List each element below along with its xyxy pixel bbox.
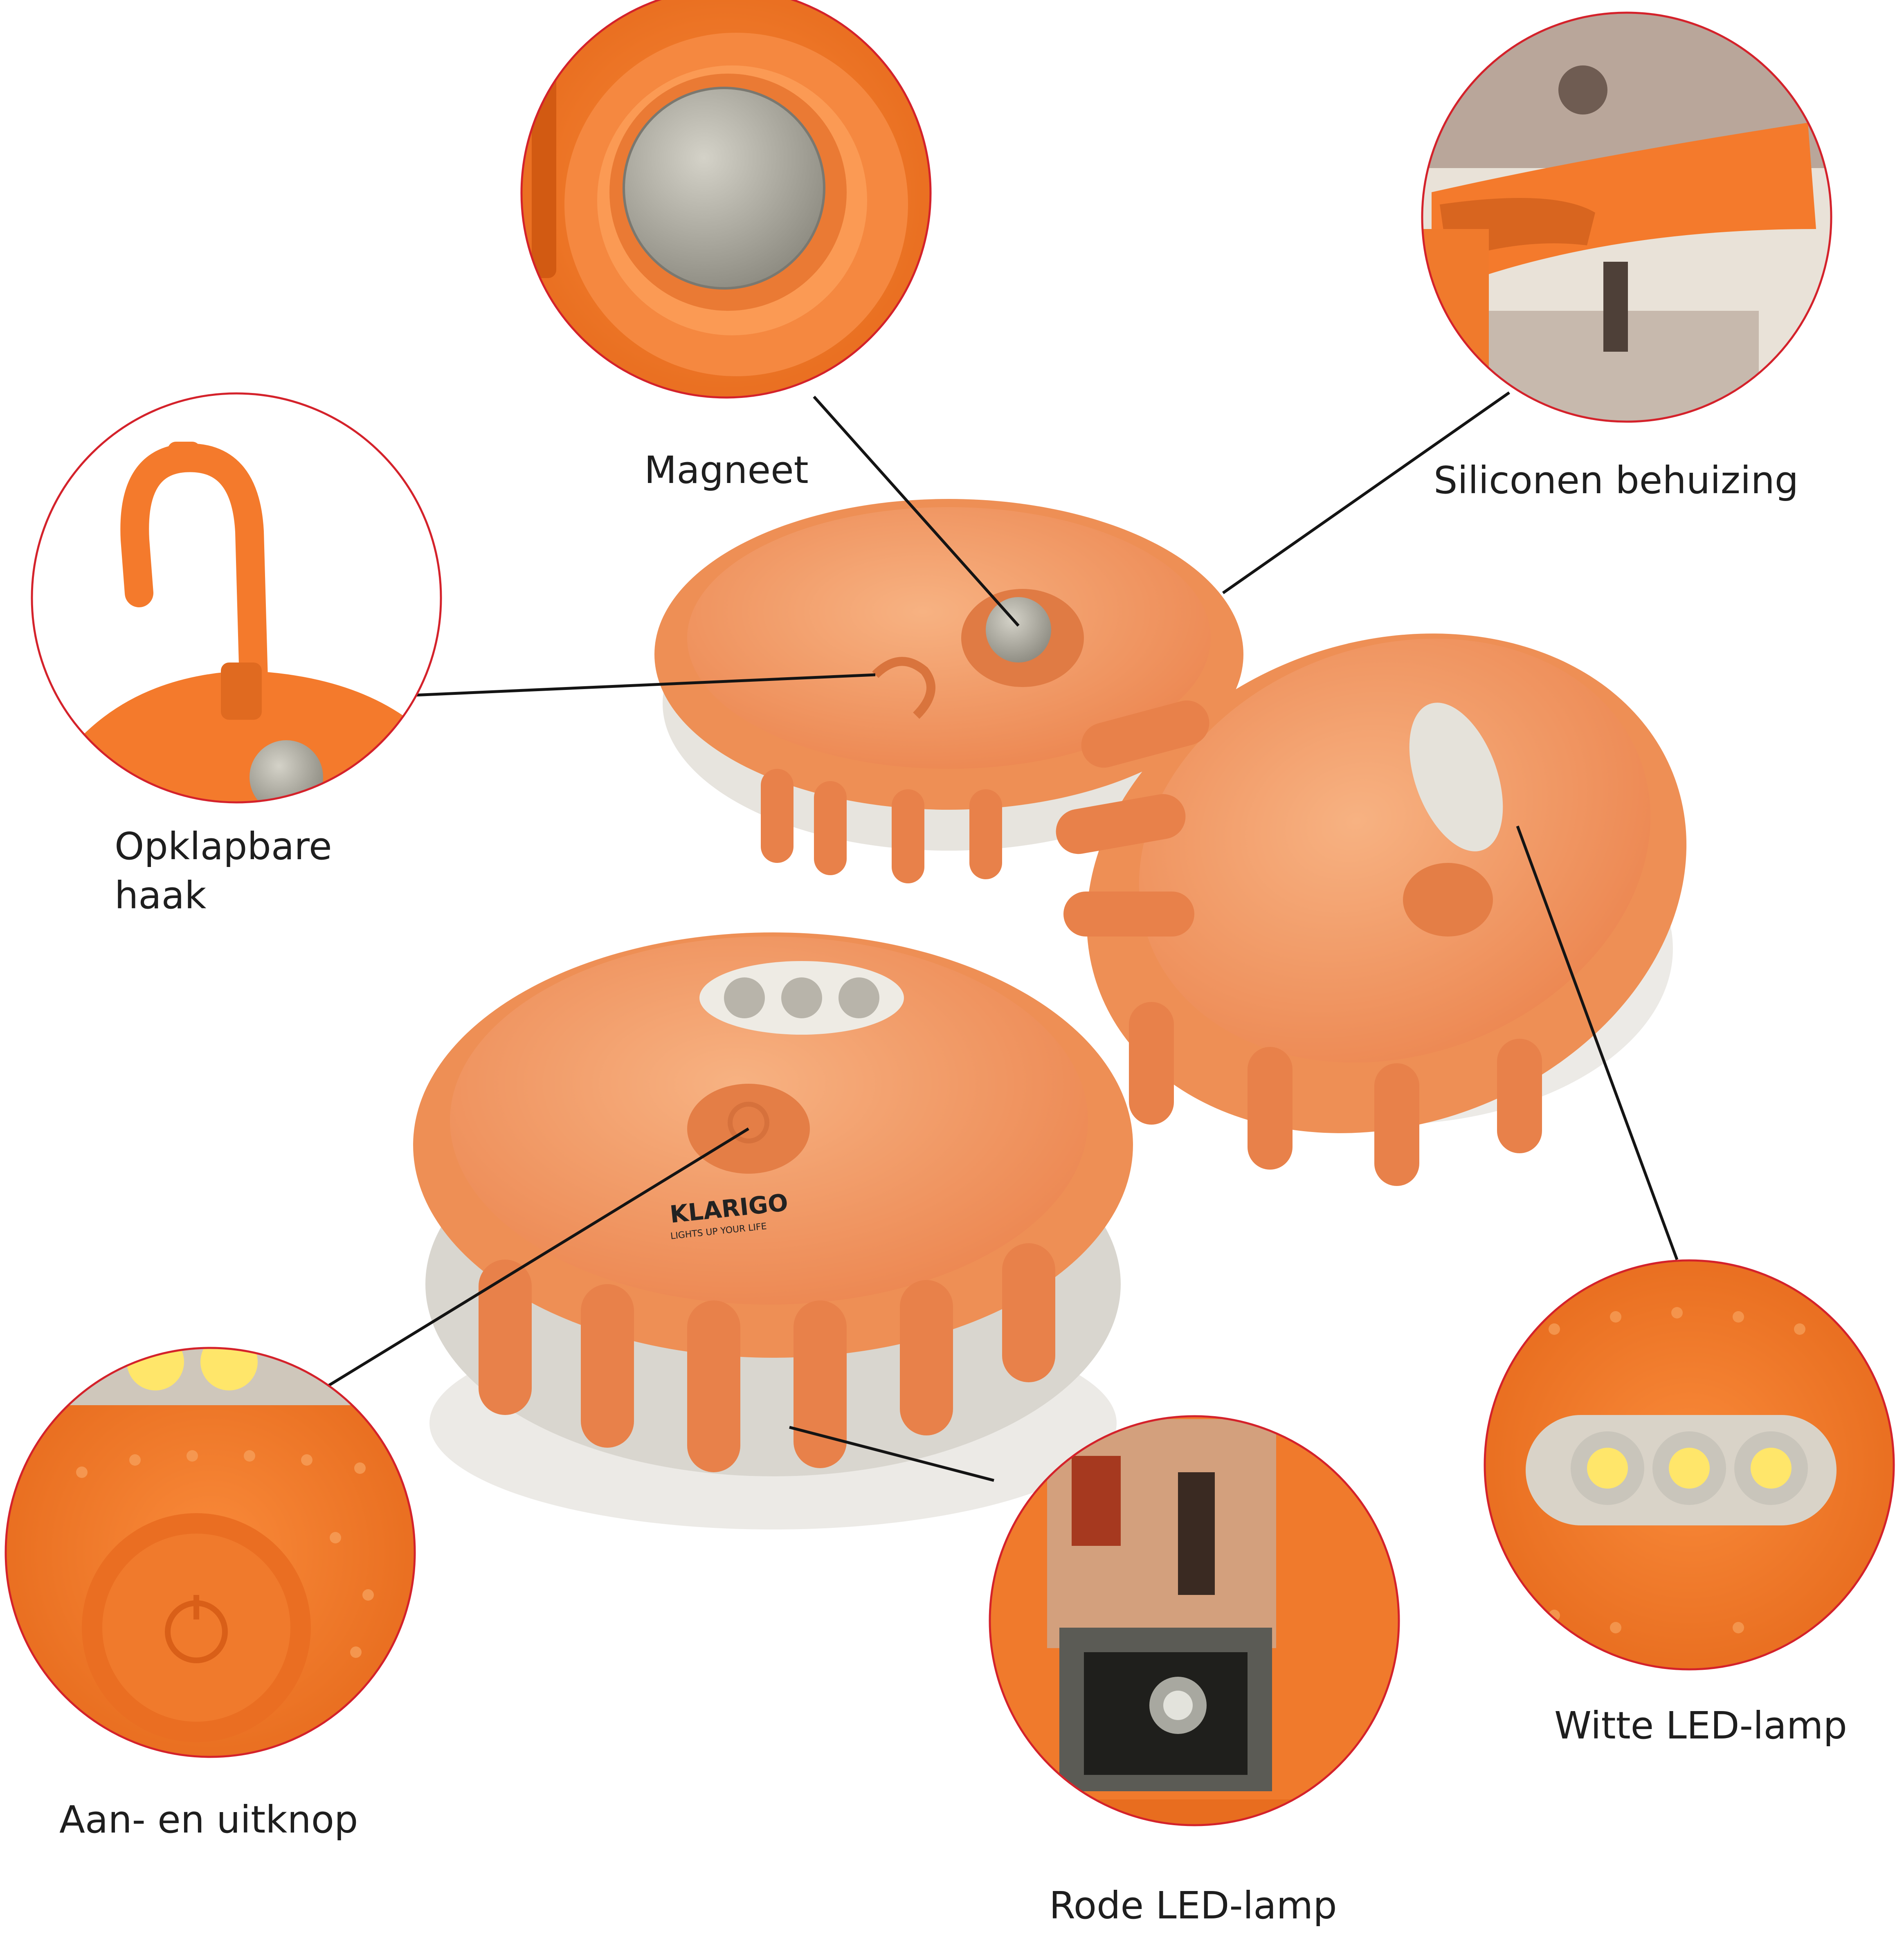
leader-line-white	[1516, 825, 1679, 1260]
white-led-closeup	[1571, 1431, 1808, 1505]
callout-magnet	[520, 0, 932, 399]
label-magnet: Magneet	[644, 448, 809, 492]
power-button-closeup	[102, 1534, 290, 1722]
callout-white-led	[1484, 1259, 1895, 1671]
leader-line-hook	[413, 673, 876, 697]
beacon-front-grips	[479, 1243, 1055, 1472]
callout-red-led	[989, 1415, 1400, 1826]
label-hook-line2: haak	[115, 873, 207, 917]
beacon-magnet	[986, 597, 1051, 663]
callout-hook	[31, 392, 442, 804]
beacon-front: KLARIGO LIGHTS UP YOUR LIFE	[413, 932, 1133, 1529]
label-red-led: Rode LED-lamp	[1049, 1884, 1337, 1927]
beacon-right-power-button	[1403, 863, 1493, 937]
beacon-back-grips	[761, 769, 1002, 883]
leader-line-power	[326, 1127, 749, 1388]
label-power-button: Aan- en uitknop	[59, 1798, 358, 1842]
magnet-disc-closeup	[624, 88, 824, 288]
callout-housing	[1421, 11, 1832, 423]
label-hook-line1: Opklapbare	[115, 824, 332, 868]
label-housing: Siliconen behuizing	[1434, 458, 1799, 502]
leader-line-red	[789, 1426, 994, 1482]
beacon-right-white-led-window	[1409, 703, 1503, 851]
beacon-right-grips	[1056, 700, 1542, 1186]
leader-line-magnet	[813, 395, 1020, 627]
callout-power-button	[4, 1347, 416, 1758]
label-hook: Opklapbare haak	[115, 822, 401, 920]
label-white-led: Witte LED-lamp	[1554, 1704, 1847, 1747]
leader-line-housing	[1222, 391, 1511, 594]
leader-lines	[326, 391, 1679, 1482]
beacon-right	[1056, 633, 1687, 1186]
